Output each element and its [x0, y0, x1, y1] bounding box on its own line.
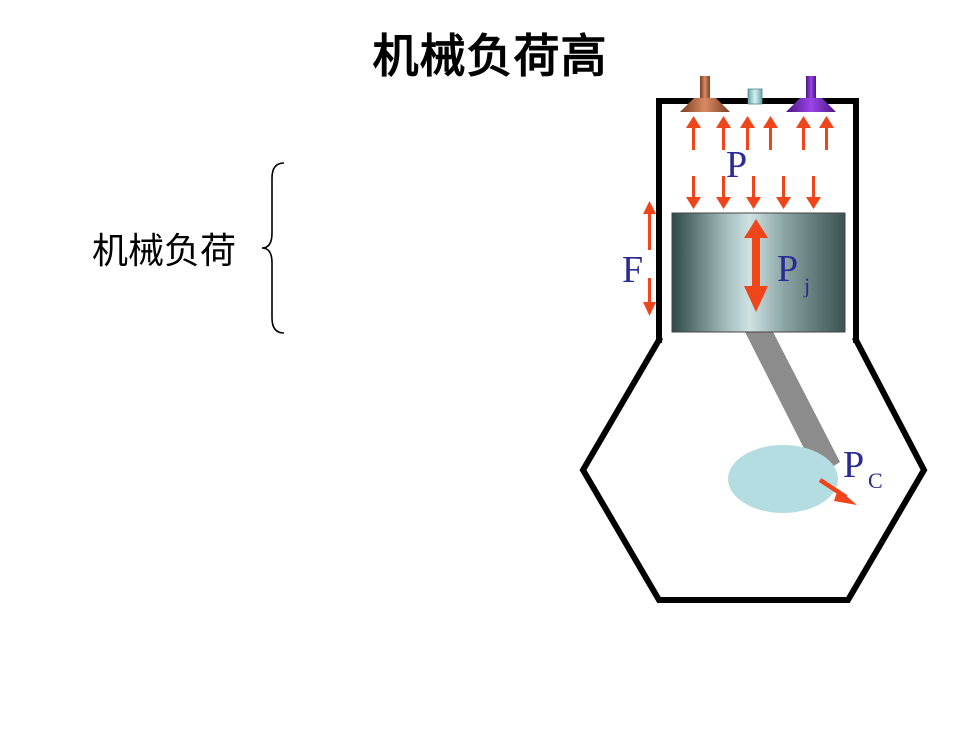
crank-pin	[728, 445, 838, 513]
page-title: 机械负荷高	[372, 29, 608, 83]
friction-force-arrows	[643, 201, 656, 316]
side-label: 机械负荷	[92, 231, 237, 272]
arrow-up-icon	[716, 116, 731, 150]
fuel-injector	[747, 88, 763, 105]
arrow-up-icon	[796, 116, 811, 150]
arrow-down-icon	[746, 176, 761, 209]
intake-valve	[680, 76, 730, 112]
inertia-force-arrow	[744, 219, 768, 312]
gas-pressure-up-arrows	[686, 116, 834, 150]
gas-pressure-label: P	[726, 144, 747, 186]
arrow-up-icon	[763, 116, 778, 150]
inertia-label: P	[777, 248, 798, 290]
arrow-down-icon	[806, 176, 821, 209]
conrod-label: P	[843, 444, 864, 486]
arrow-up-icon	[819, 116, 834, 150]
cylinder-frame	[579, 98, 928, 603]
arrow-up-icon	[686, 116, 701, 150]
gas-pressure-down-arrows	[686, 176, 821, 209]
curly-brace	[261, 162, 285, 334]
inertia-subscript: j	[803, 273, 810, 298]
arrow-up-icon	[740, 116, 755, 150]
connecting-rod	[744, 330, 840, 476]
friction-label: F	[622, 249, 643, 291]
conrod-subscript: C	[868, 468, 883, 493]
arrow-down-icon	[716, 176, 731, 209]
exhaust-valve	[786, 76, 836, 112]
conrod-force-arrow	[818, 478, 857, 505]
arrow-down-icon	[776, 176, 791, 209]
arrow-down-icon	[686, 176, 701, 209]
